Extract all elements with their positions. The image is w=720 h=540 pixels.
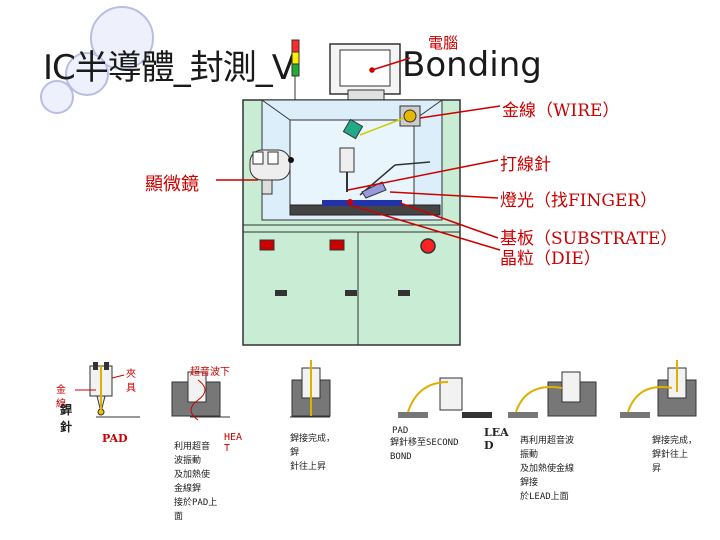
label-pad-1: PAD xyxy=(102,432,128,445)
step-1-callouts xyxy=(75,374,125,391)
step-3-description: 銲接完成， 銲 針往上昇 xyxy=(290,434,336,472)
decor-circle xyxy=(40,80,74,114)
wire-spool xyxy=(399,105,421,127)
label-die: 晶粒（DIE） xyxy=(500,249,601,269)
label-computer: 電腦 xyxy=(428,34,459,52)
callout-lines xyxy=(216,57,501,251)
stop-button-left xyxy=(259,239,275,251)
label-clamp: 夾 具 xyxy=(126,369,136,394)
step-3-capillary xyxy=(291,360,331,417)
signal-tower xyxy=(291,39,300,100)
computer-monitor xyxy=(329,43,401,101)
page-title: IC半導體_封測_V xyxy=(43,48,295,88)
bond-head xyxy=(339,147,431,199)
label-lead: LEA D xyxy=(484,426,509,452)
step-2-description: 利用超音 波振動 及加熱使 金線銲 接於PAD上 面 xyxy=(174,442,218,522)
step-6-capillary xyxy=(620,360,697,418)
step-4-description: 銲針移至SECOND BOND xyxy=(390,438,459,462)
label-pad-2: PAD xyxy=(392,426,409,436)
step-1-capillary xyxy=(89,362,113,416)
label-light: 燈光（找FINGER） xyxy=(500,191,658,211)
emergency-button xyxy=(420,238,436,254)
stop-button-mid xyxy=(329,239,345,251)
step-4-capillary xyxy=(398,377,492,418)
label-substrate: 基板（SUBSTRATE） xyxy=(500,229,678,249)
page-title-suffix: Bonding xyxy=(402,45,542,85)
step-5-description: 再利用超音波 振動 及加熱使金線 銲接 於LEAD上面 xyxy=(520,436,575,502)
label-ultrasonic: 超音波下 xyxy=(190,367,230,378)
step-2-capillary xyxy=(171,371,221,421)
label-needle: 打線針 xyxy=(500,155,551,175)
label-wire: 金線（WIRE） xyxy=(502,101,620,121)
label-gold-wire: 金 線 xyxy=(56,385,66,410)
step-5-capillary xyxy=(508,371,597,418)
microscope-shape xyxy=(249,149,294,195)
label-microscope: 顯微鏡 xyxy=(145,174,199,195)
label-heat: HEA T xyxy=(224,432,243,454)
label-weld-needle: 銲 針 xyxy=(60,403,73,434)
step-6-description: 銲接完成， 銲針往上 昇 xyxy=(652,436,698,474)
